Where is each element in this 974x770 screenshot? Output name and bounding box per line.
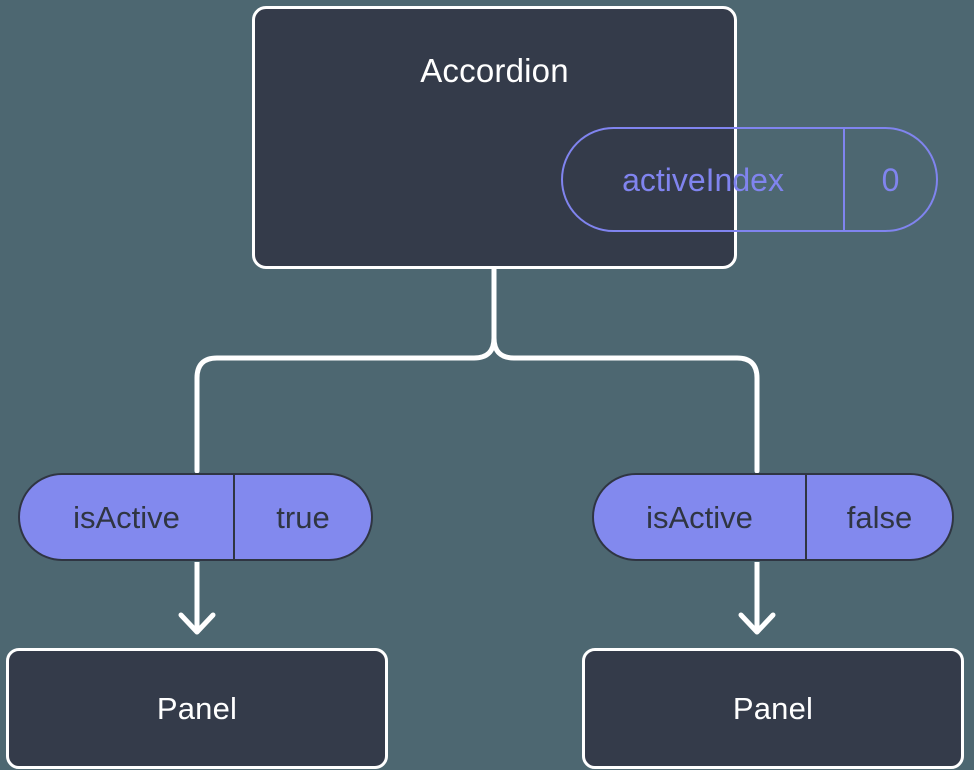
connector-branch-left xyxy=(194,335,497,474)
state-pill-value: 0 xyxy=(843,129,936,230)
state-pill-key: activeIndex xyxy=(622,161,784,198)
prop-pill-value: false xyxy=(805,475,952,559)
prop-pill-key: isActive xyxy=(73,499,180,535)
prop-pill-is-active-false[interactable]: isActive false xyxy=(592,473,954,561)
accordion-node-title: Accordion xyxy=(420,52,569,89)
panel-node-title: Panel xyxy=(732,691,814,726)
arrow-head-right xyxy=(738,612,776,635)
connector-branch-right xyxy=(491,335,760,474)
panel-component-node-left[interactable]: Panel xyxy=(6,648,388,769)
panel-node-title: Panel xyxy=(156,691,238,726)
prop-pill-is-active-true[interactable]: isActive true xyxy=(18,473,373,561)
arrow-head-left xyxy=(178,612,216,635)
accordion-component-node[interactable]: Accordion activeIndex 0 xyxy=(252,6,938,269)
prop-pill-value: true xyxy=(233,475,371,559)
prop-pill-key: isActive xyxy=(646,499,753,535)
state-pill-active-index[interactable]: activeIndex 0 xyxy=(561,127,938,232)
panel-component-node-right[interactable]: Panel xyxy=(582,648,964,769)
